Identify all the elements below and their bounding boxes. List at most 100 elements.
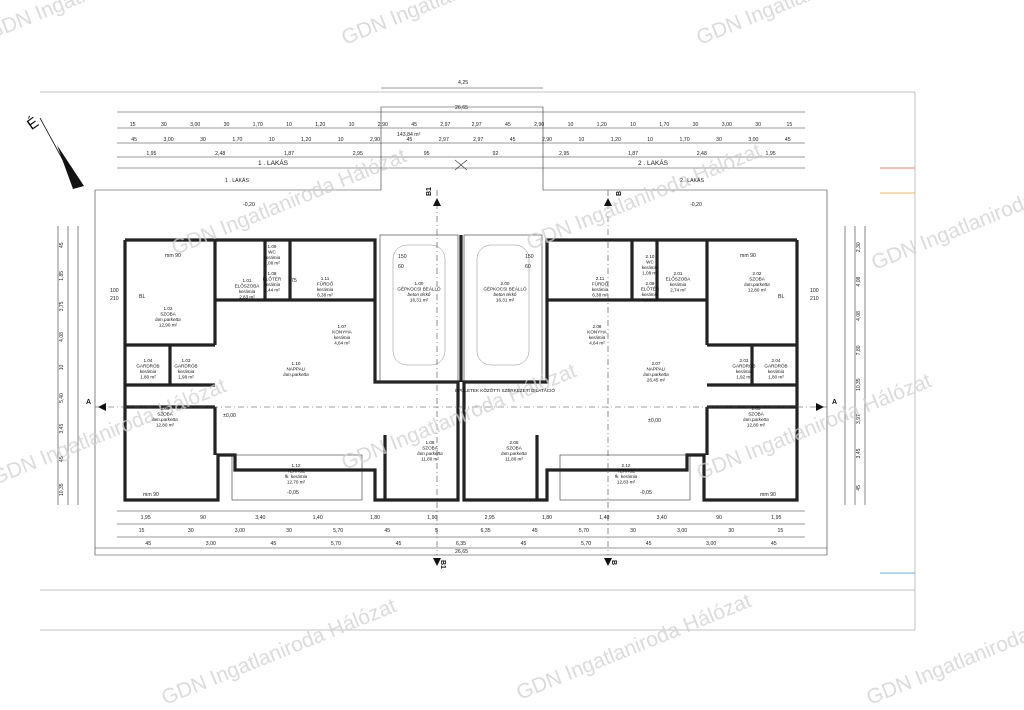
bottom-dim-label: 1,40: [313, 515, 323, 521]
top-dim-label: 15: [130, 122, 136, 128]
room-name: TERASZ: [287, 469, 305, 474]
right-dim-label: 4,08: [856, 311, 862, 321]
bottom-dim-label: 1,80: [542, 515, 552, 521]
room-number: 1.04: [144, 358, 153, 363]
top-dim-label: 30: [693, 122, 699, 128]
room-floor: kerámia: [264, 282, 281, 287]
north-arrow-icon: [57, 145, 84, 189]
north-arrow: É: [24, 114, 84, 189]
bottom-dim-label: 3,00: [206, 541, 216, 547]
room-area: 12,83 m²: [617, 480, 636, 485]
bottom-dim-label: 6,35: [481, 528, 491, 534]
bottom-dim-label: 45: [396, 541, 402, 547]
room-floor: kerámia: [317, 287, 334, 292]
top-dim-label: 1,20: [315, 122, 325, 128]
room-number: 2.05: [752, 406, 761, 411]
room-name: GARDRÓB: [136, 363, 159, 369]
room-name: ELŐTÉR: [263, 276, 282, 282]
top-dim-label: 10: [349, 122, 355, 128]
room-floor: kerámia: [642, 292, 659, 297]
bottom-dim-label: 1,95: [771, 515, 781, 521]
tag-bl: BL: [139, 294, 145, 300]
room-name: TERASZ: [617, 469, 635, 474]
top-dimension-lines: [117, 87, 805, 171]
top-dim-label: 45: [505, 122, 511, 128]
room-floor: fk. kerámia: [615, 474, 638, 479]
left-dim-label: 10: [59, 365, 65, 371]
level-outside-1: -0,20: [243, 202, 255, 208]
section-mark-a-left: A: [86, 399, 91, 406]
room-area: 12,90 m²: [159, 323, 178, 328]
top-dim-label: 2,90: [542, 137, 552, 143]
sheet-frame: [40, 91, 916, 631]
bottom-dim-label: 30: [728, 528, 734, 534]
section-mark-a-right: A: [832, 399, 837, 406]
room-area: 16,31 m²: [496, 298, 515, 303]
bottom-dim-label: 45: [532, 528, 538, 534]
room-floor: kerámia: [589, 335, 606, 340]
right-dim-label: 3,45: [856, 448, 862, 458]
bottom-dim-label: 15: [778, 528, 784, 534]
room-area: 6,38 m²: [317, 293, 333, 298]
room-floor: lam.parketta: [501, 451, 527, 456]
room-floor: kerámia: [239, 289, 256, 294]
room-number: 1.03: [182, 358, 191, 363]
left-dim-label: 3,45: [59, 424, 65, 434]
tag-mm: mm 90: [760, 492, 776, 498]
bottom-dim-label: 1,40: [599, 515, 609, 521]
top-dim-label: 3,00: [190, 122, 200, 128]
bottom-dim-label: 3,00: [706, 541, 716, 547]
top-dim-label: 1,20: [611, 137, 621, 143]
right-dim-label: 10,35: [856, 378, 862, 391]
room-name: ELŐSZOBA: [666, 276, 692, 282]
room-name: WC: [268, 250, 276, 255]
bottom-dim-label: 5,70: [333, 528, 343, 534]
room-number: 2.09: [646, 281, 655, 286]
left-dim-label: 5,40: [59, 393, 65, 403]
room-number: 1.01: [243, 278, 252, 283]
bottom-dim-label: 90: [716, 515, 722, 521]
room-number: 2.11: [596, 276, 605, 281]
room-floor: lam.parketta: [155, 317, 181, 322]
top-dim-label: 45: [411, 122, 417, 128]
room-area: 1,08 m²: [642, 271, 658, 276]
bottom-dim-label: 15: [139, 528, 145, 534]
room-name: SZOBA: [422, 446, 439, 451]
room-name: KONYHA: [587, 330, 607, 335]
room-floor: lam.parketta: [417, 451, 443, 456]
tag-100: 100: [110, 288, 119, 294]
room-floor: kerámia: [670, 282, 687, 287]
bottom-dim-label: 5,70: [581, 541, 591, 547]
room-floor: beton térkő: [494, 292, 517, 297]
top-dim-label: 1,20: [301, 137, 311, 143]
bottom-dim-label: 5,70: [331, 541, 341, 547]
left-dim-label: 3,75: [59, 301, 65, 311]
room-area: 1,08 m²: [264, 261, 280, 266]
top-dim-label: 2,95: [353, 151, 363, 157]
room-name: SZOBA: [506, 446, 523, 451]
room-name: SZOBA: [748, 412, 765, 417]
room-floor: kerámia: [334, 335, 351, 340]
room-name: NAPPALI: [646, 367, 665, 372]
top-dim-label: 1,70: [680, 137, 690, 143]
bottom-dim-label: 45: [384, 528, 390, 534]
watermark: GDN Ingatlaniroda Hálózat: [0, 0, 225, 45]
bottom-dim-label: 45: [771, 541, 777, 547]
top-dim-label: 1,95: [146, 151, 156, 157]
bottom-dim-label: 45: [270, 541, 276, 547]
room-name: GARDRÓB: [174, 363, 197, 369]
